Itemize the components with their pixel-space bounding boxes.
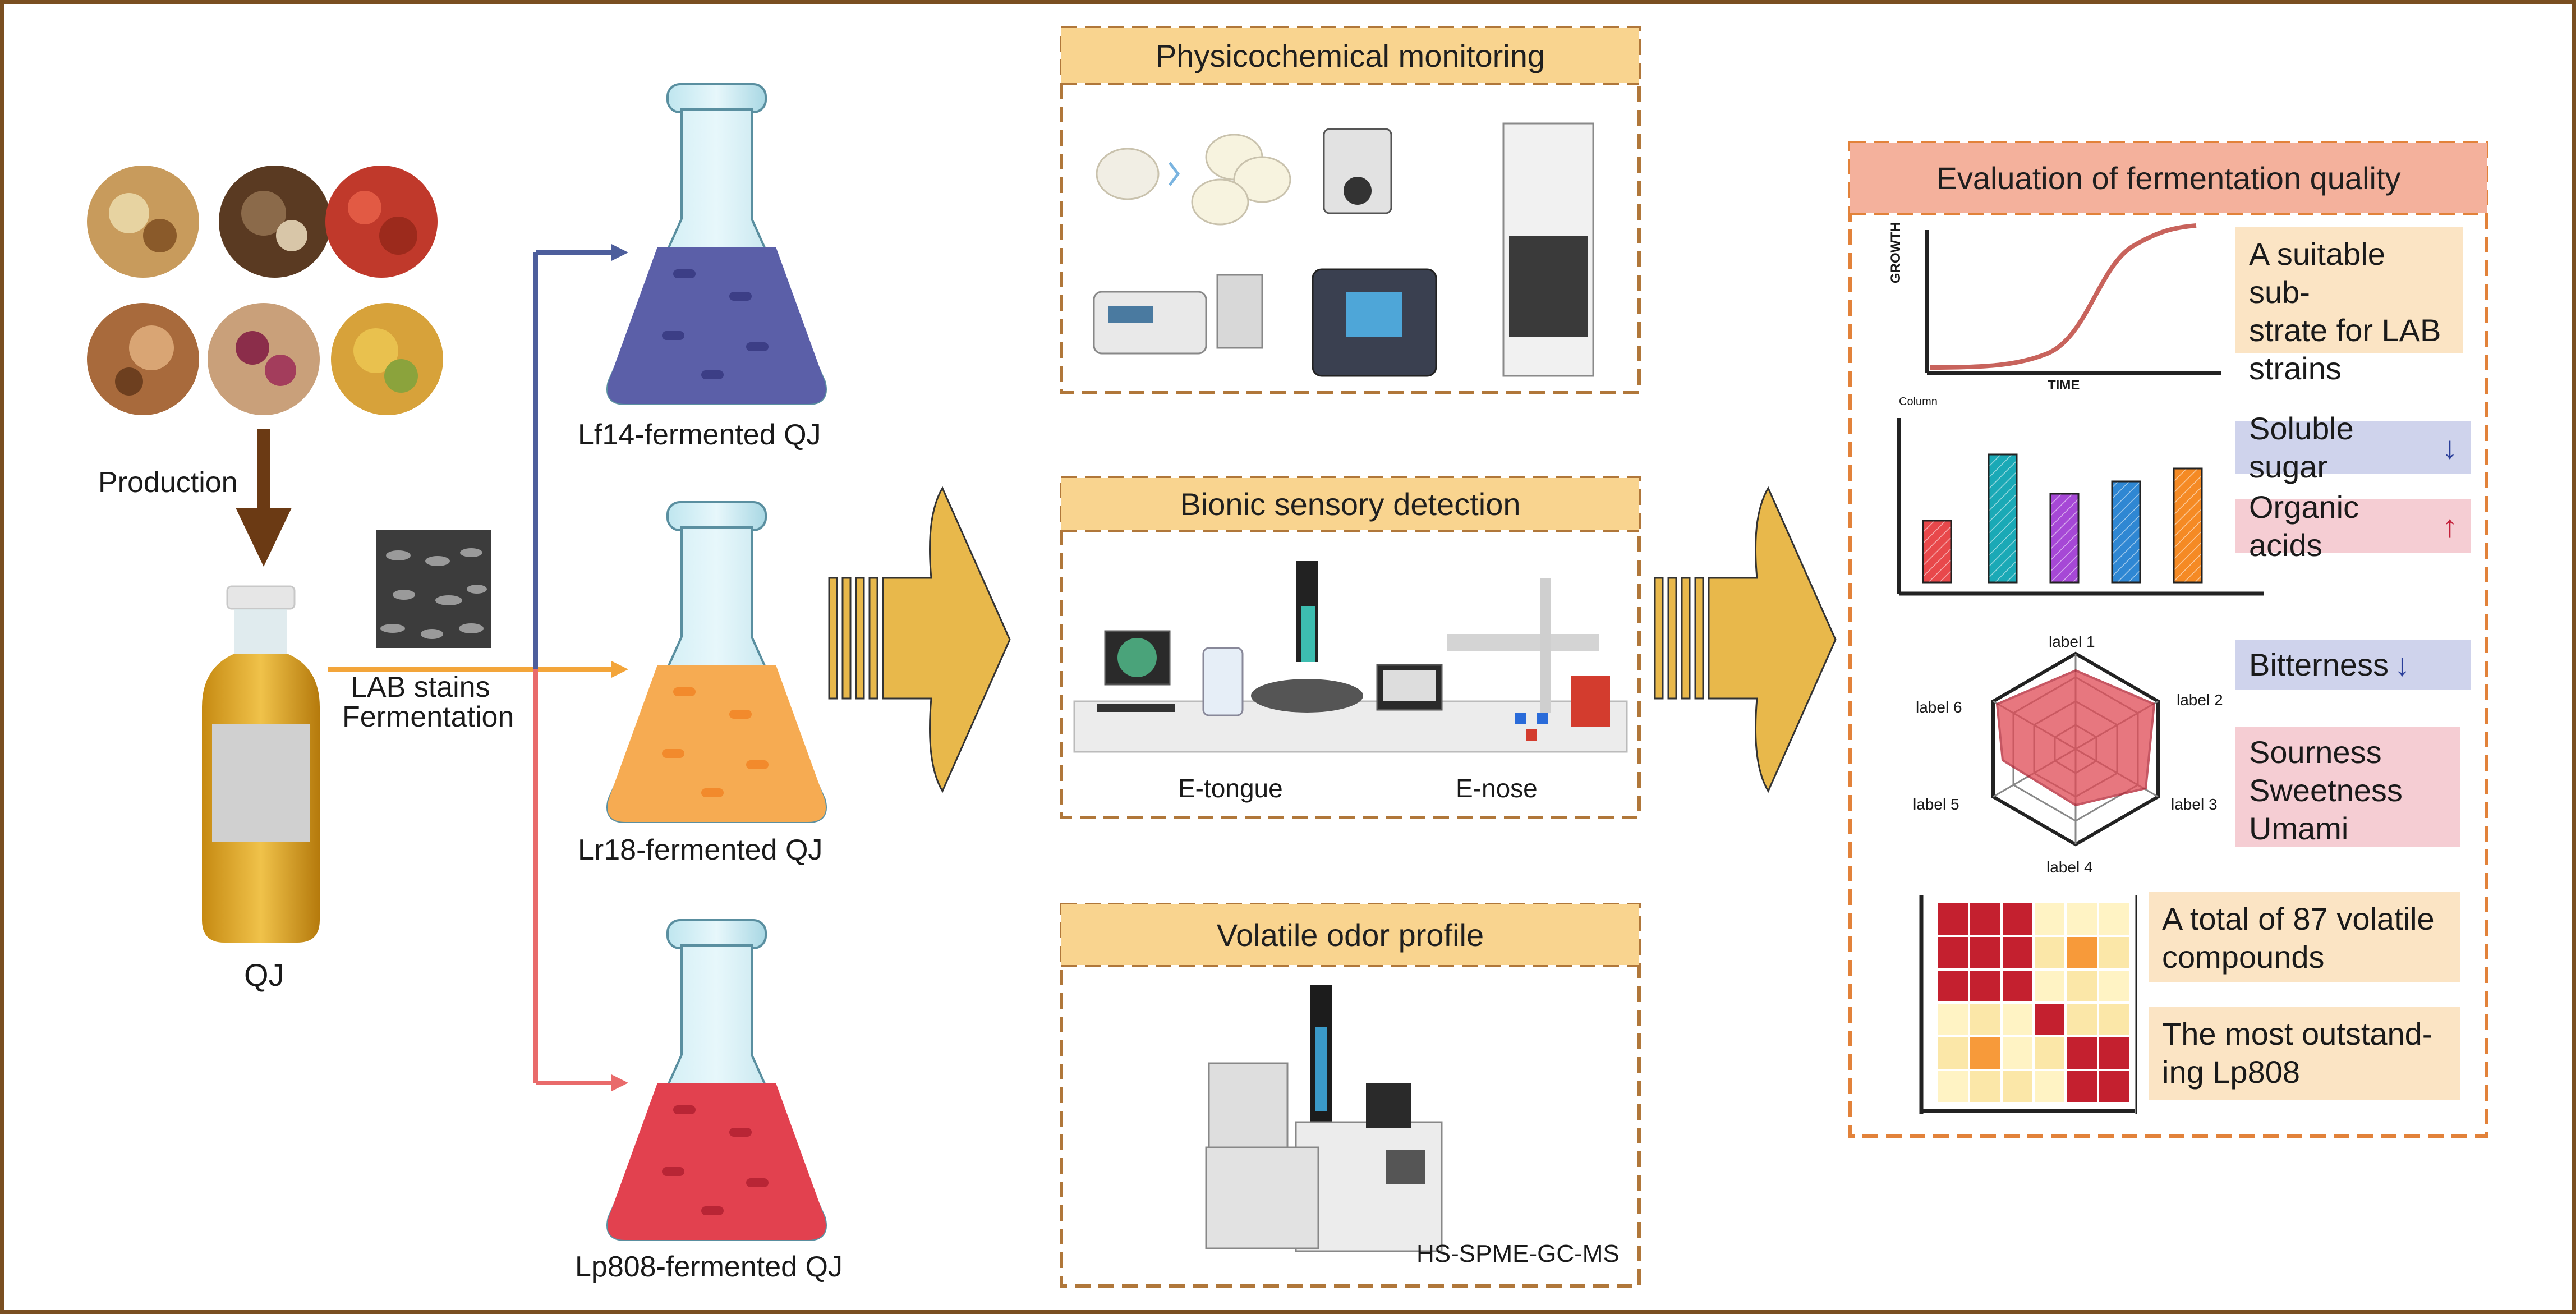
heatmap-cell xyxy=(2067,970,2097,1002)
heatmap-cell xyxy=(2067,1004,2097,1036)
heatmap-cell xyxy=(1970,903,2000,935)
heatmap-cell xyxy=(2067,936,2097,968)
heatmap-cell xyxy=(2099,970,2129,1002)
flask-label-lf14: Lf14-fermented QJ xyxy=(578,419,821,451)
lab-label-line1: LAB stains xyxy=(351,671,490,704)
heatmap-cell xyxy=(1938,1037,1968,1069)
gcms-instrument xyxy=(1205,985,1443,1252)
radar-label-5: label 5 xyxy=(1913,796,1959,813)
bitterness-note: Bitterness ↓ xyxy=(2235,640,2471,690)
bionic-title: Bionic sensory detection xyxy=(1061,478,1639,530)
heatmap-cell xyxy=(2067,1037,2097,1069)
production-arrow-head xyxy=(236,508,292,567)
heatmap-cell xyxy=(2034,903,2065,935)
heatmap-cell xyxy=(2034,1004,2065,1036)
heatmap xyxy=(1919,895,2137,1114)
radar-label-2: label 2 xyxy=(2177,691,2223,709)
etongue-label: E-tongue xyxy=(1178,774,1283,803)
heatmap-cell xyxy=(2002,1037,2032,1069)
heatmap-cell xyxy=(1970,1037,2000,1069)
heatmap-cell xyxy=(2099,903,2129,935)
growth-curve-chart xyxy=(1925,223,2221,375)
heatmap-cell xyxy=(2034,970,2065,1002)
flask-lp808 xyxy=(606,919,827,1241)
heatmap-cell xyxy=(1938,1004,1968,1036)
arrow-to-analysis xyxy=(828,486,1011,793)
growth-ylabel: GROWTH xyxy=(1888,222,1903,283)
heatmap-cell xyxy=(1938,936,1968,968)
heatmap-cell xyxy=(2002,1004,2032,1036)
heatmap-cell xyxy=(2067,1071,2097,1102)
heatmap-cell xyxy=(2099,1071,2129,1102)
up-arrow-icon: ↑ xyxy=(2442,508,2458,544)
herb-ingredients xyxy=(87,166,443,415)
heatmap-cell xyxy=(2034,1037,2065,1069)
enose-label: E-nose xyxy=(1456,774,1538,803)
lab-label-line2: Fermentation xyxy=(342,701,514,733)
radar-label-1: label 1 xyxy=(2049,633,2095,650)
heatmap-cell xyxy=(1970,1071,2000,1102)
bionic-instruments xyxy=(1073,561,1628,753)
heatmap-cell xyxy=(2099,936,2129,968)
heatmap-cell xyxy=(1970,936,2000,968)
bar-chart xyxy=(1897,418,2264,596)
heatmap-cell xyxy=(1938,1071,1968,1102)
heatmap-cell xyxy=(2002,970,2032,1002)
radar-label-4: label 4 xyxy=(2046,858,2093,876)
physicochemical-instruments xyxy=(1093,122,1594,377)
arrow-to-evaluation xyxy=(1654,486,1837,793)
heatmap-cell xyxy=(2034,936,2065,968)
qj-label: QJ xyxy=(244,957,284,993)
heatmap-cell xyxy=(1970,1004,2000,1036)
production-label: Production xyxy=(98,466,238,499)
physicochemical-title: Physicochemical monitoring xyxy=(1061,28,1639,83)
radar-label-3: label 3 xyxy=(2171,796,2218,813)
radar-label-6: label 6 xyxy=(1916,699,1962,716)
column-label: Column xyxy=(1899,396,1938,408)
flask-lr18 xyxy=(606,501,827,823)
heatmap-cell xyxy=(2034,1071,2065,1102)
down-arrow-icon: ↓ xyxy=(2394,647,2410,682)
flask-lf14 xyxy=(606,83,827,405)
flask-label-lp808: Lp808-fermented QJ xyxy=(575,1251,843,1283)
flask-label-lr18: Lr18-fermented QJ xyxy=(578,834,823,866)
down-arrow-icon: ↓ xyxy=(2442,429,2458,465)
heatmap-cell xyxy=(2099,1004,2129,1036)
growth-xlabel: TIME xyxy=(2048,378,2080,393)
volatile-title: Volatile odor profile xyxy=(1061,904,1639,965)
radar-chart xyxy=(1991,651,2160,847)
heatmap-grid xyxy=(1938,903,2129,1102)
heatmap-cell xyxy=(2002,903,2032,935)
substrate-note: A suitable sub- strate for LAB strains xyxy=(2235,227,2463,386)
volatile-count-note: A total of 87 volatile compounds xyxy=(2149,892,2460,982)
qj-bottle xyxy=(202,585,320,943)
outstanding-note: The most outstand- ing Lp808 xyxy=(2149,1007,2460,1100)
heatmap-cell xyxy=(2002,1071,2032,1102)
evaluation-title: Evaluation of fermentation quality xyxy=(1850,143,2487,213)
heatmap-cell xyxy=(2002,936,2032,968)
organic-acids-note: Organic acids ↑ xyxy=(2235,489,2471,563)
heatmap-cell xyxy=(2067,903,2097,935)
soluble-sugar-note: Soluble sugar ↓ xyxy=(2235,411,2471,484)
heatmap-cell xyxy=(2099,1037,2129,1069)
taste-note: Sourness Sweetness Umami xyxy=(2235,727,2460,847)
gcms-label: HS-SPME-GC-MS xyxy=(1416,1240,1620,1267)
heatmap-cell xyxy=(1970,970,2000,1002)
heatmap-cell xyxy=(1938,970,1968,1002)
heatmap-cell xyxy=(1938,903,1968,935)
